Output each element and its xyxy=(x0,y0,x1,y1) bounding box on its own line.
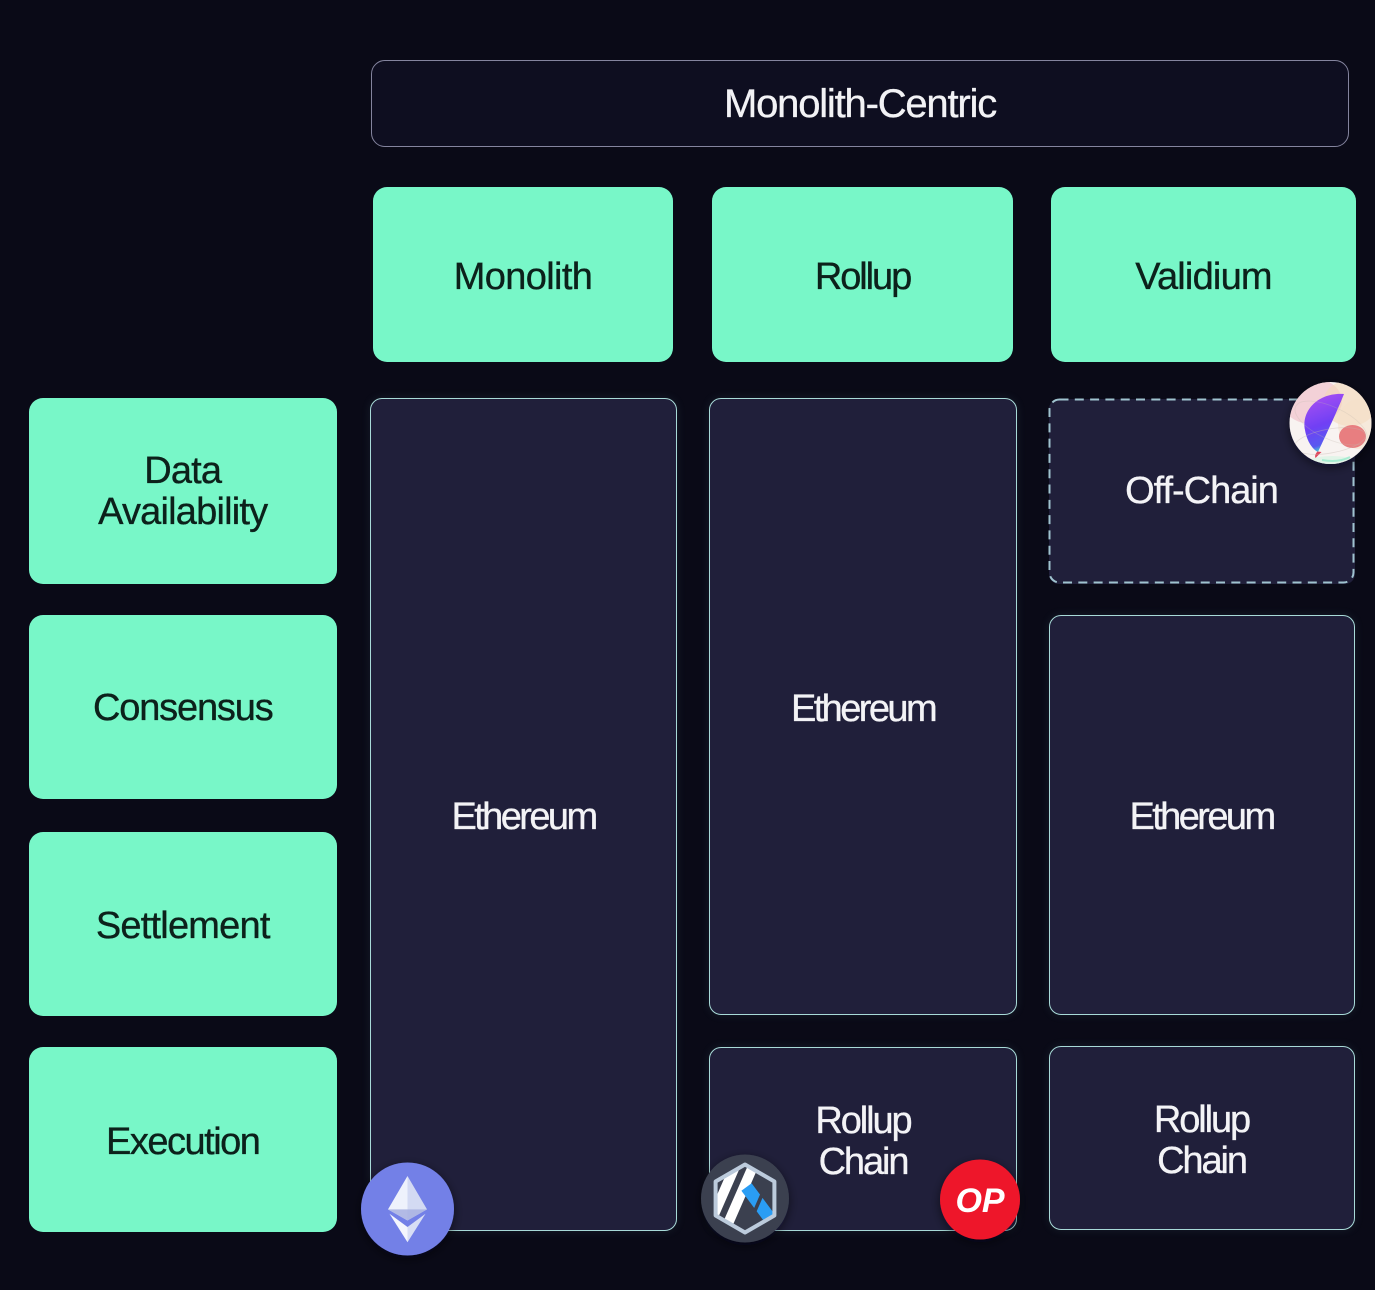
svg-text:OP: OP xyxy=(955,1182,1004,1220)
